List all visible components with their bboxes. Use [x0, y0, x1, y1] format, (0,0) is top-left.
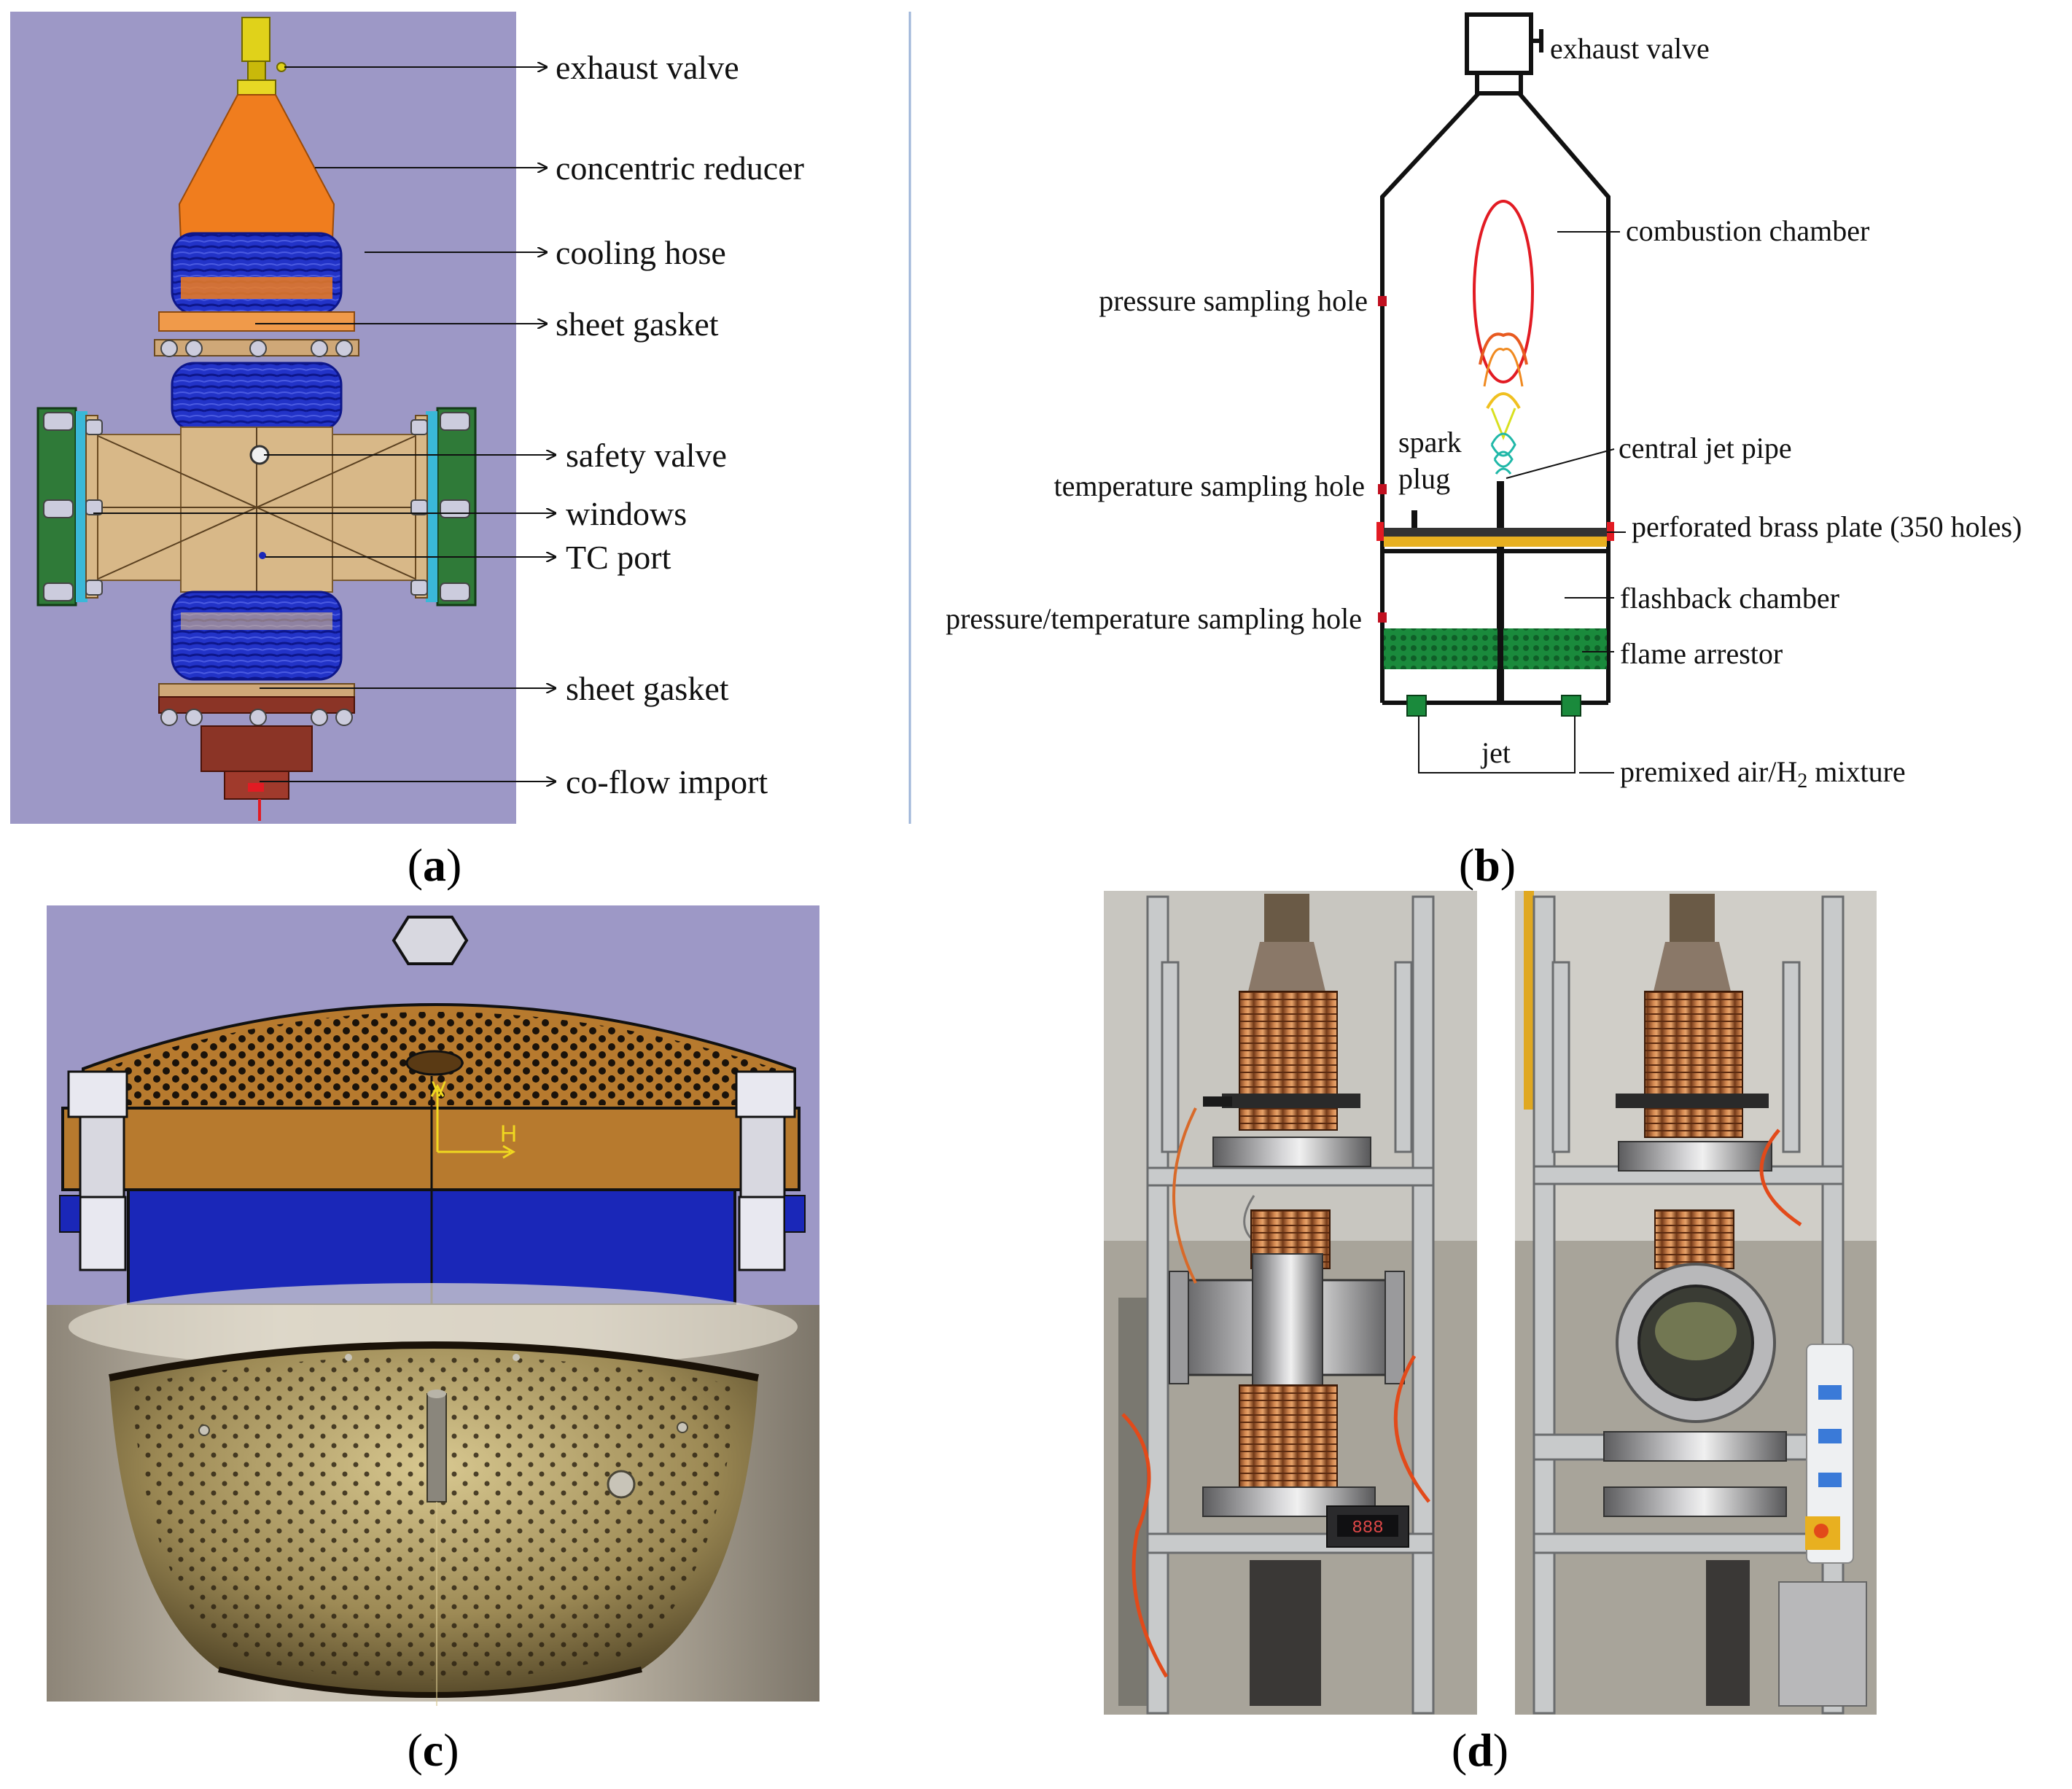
- c-axis-triad: [430, 1083, 516, 1159]
- d-caption: (d): [1452, 1724, 1508, 1776]
- c-axis-h-label: H: [500, 1120, 517, 1147]
- a-label-cooling-hose: cooling hose: [556, 234, 726, 271]
- a-label-co-flow-import: co-flow import: [566, 763, 768, 800]
- a-caption: (a): [408, 839, 462, 891]
- b-sampling-holes: [1378, 296, 1387, 623]
- b-label-flame-arrestor: flame arrestor: [1620, 637, 1783, 670]
- b-label-premixed-mixture: premixed air/H2 mixture: [1620, 755, 1906, 792]
- b-label-flashback-chamber: flashback chamber: [1620, 582, 1839, 615]
- b-label-pt-sampling-hole: pressure/temperature sampling hole: [946, 602, 1362, 635]
- b-leader-lines: [1506, 231, 1626, 773]
- c-caption: (c): [407, 1724, 459, 1776]
- panel-d: 888: [1104, 891, 1877, 1776]
- b-label-spark: spark: [1398, 426, 1462, 459]
- a-cooling-hose-upper: [171, 232, 343, 315]
- d-photo-right: [1515, 891, 1877, 1715]
- a-cooling-hose-middle: [171, 362, 343, 432]
- b-label-pressure-sampling-hole: pressure sampling hole: [1099, 284, 1368, 317]
- b-inlets: [1406, 695, 1581, 717]
- b-label-plug: plug: [1398, 462, 1450, 495]
- b-perforated-plate: [1376, 522, 1614, 553]
- b-label-central-jet-pipe: central jet pipe: [1619, 432, 1792, 464]
- panel-c: V H (c): [47, 905, 819, 1776]
- b-flame-arrestor: [1384, 628, 1607, 669]
- c-hex-nut: [392, 916, 469, 965]
- a-lower-flange: [158, 683, 355, 821]
- b-label-jet: jet: [1480, 736, 1511, 769]
- a-label-windows: windows: [566, 495, 687, 532]
- b-flame: [1473, 200, 1534, 475]
- c-center-hole: [405, 1050, 464, 1076]
- b-label-temperature-sampling-hole: temperature sampling hole: [1053, 469, 1365, 502]
- a-exhaust-valve: [237, 17, 287, 96]
- a-cross-body: [94, 426, 419, 593]
- a-leader-lines: [93, 67, 556, 782]
- c-plate-photo: [47, 1283, 819, 1706]
- a-upper-flange: [154, 311, 359, 357]
- a-window-right: [410, 407, 477, 607]
- a-window-left: [36, 407, 103, 607]
- b-label-combustion-chamber: combustion chamber: [1626, 214, 1869, 247]
- d-photo-left: 888: [1104, 891, 1477, 1715]
- a-cooling-hose-lower: [171, 591, 343, 681]
- c-axis-v-label: V: [432, 1077, 446, 1102]
- b-label-exhaust-valve: exhaust valve: [1550, 32, 1710, 65]
- a-label-sheet-gasket-top: sheet gasket: [556, 305, 719, 343]
- a-label-safety-valve: safety valve: [566, 437, 727, 474]
- panel-b: exhaust valve combustion chamber pressur…: [946, 12, 2022, 891]
- a-label-exhaust-valve: exhaust valve: [556, 49, 739, 86]
- b-caption: (b): [1459, 839, 1516, 891]
- a-label-tc-port: TC port: [566, 539, 671, 576]
- a-label-sheet-gasket-bottom: sheet gasket: [566, 670, 729, 707]
- b-jet-bracket: [1418, 716, 1576, 773]
- b-label-perforated-brass-plate: perforated brass plate (350 holes): [1632, 510, 2022, 543]
- d-meter-readout: 888: [1352, 1519, 1383, 1538]
- b-vessel-outline: [1380, 12, 1611, 705]
- panel-a: exhaust valve concentric reducer cooling…: [10, 12, 804, 891]
- a-label-concentric-reducer: concentric reducer: [556, 149, 804, 187]
- c-clamp-right: [735, 1070, 806, 1271]
- c-clamp-left: [59, 1070, 128, 1271]
